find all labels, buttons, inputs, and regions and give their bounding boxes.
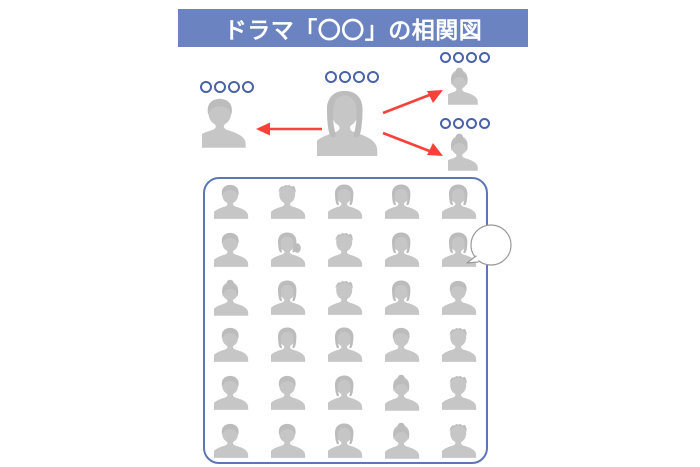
cast-avatar[interactable] [268,419,314,465]
figure-character-right-bottom[interactable] [448,132,490,178]
cast-avatar[interactable] [382,323,428,369]
cast-avatar[interactable] [325,180,371,226]
cast-avatar[interactable] [268,180,314,226]
cast-avatar[interactable] [211,323,257,369]
cast-avatar[interactable] [439,180,485,226]
name-circle [339,71,351,83]
cast-avatar[interactable] [325,419,371,465]
page-title: ドラマ「〇〇」の相関図 [223,18,483,44]
name-circle [200,81,212,93]
cast-grid [205,179,490,466]
cast-avatar[interactable] [382,276,428,322]
cast-avatar[interactable] [439,371,485,417]
name-placeholder-character-left [200,81,254,93]
cast-avatar[interactable] [439,419,485,465]
cast-avatar[interactable] [211,371,257,417]
cast-avatar[interactable] [268,228,314,274]
name-placeholder-character-right-bottom [440,118,490,129]
cast-avatar[interactable] [325,323,371,369]
cast-avatar[interactable] [325,276,371,322]
cast-avatar[interactable] [211,228,257,274]
cast-avatar[interactable] [268,276,314,322]
name-circle [453,118,464,129]
figure-character-left[interactable] [202,98,260,162]
name-placeholder-main-character [325,71,379,83]
cast-avatar[interactable] [382,228,428,274]
name-circle [479,52,490,63]
name-circle [440,52,451,63]
cast-avatar[interactable] [211,180,257,226]
arrow-to-right-bottom [382,130,444,158]
name-placeholder-character-right-top [440,52,490,63]
cast-avatar[interactable] [382,419,428,465]
cast-avatar[interactable] [268,323,314,369]
cast-avatar[interactable] [439,323,485,369]
cast-avatar[interactable] [382,371,428,417]
name-circle [453,52,464,63]
name-circle [466,118,477,129]
name-circle [479,118,490,129]
figure-main-character[interactable] [317,88,391,170]
name-circle [466,52,477,63]
figure-character-right-top[interactable] [448,66,490,112]
name-circle [353,71,365,83]
cast-avatar[interactable] [211,419,257,465]
cast-avatar[interactable] [268,371,314,417]
title-banner: ドラマ「〇〇」の相関図 [178,9,528,47]
cast-panel [203,177,488,464]
name-circle [228,81,240,93]
name-circle [440,118,451,129]
name-circle [214,81,226,93]
name-circle [242,81,254,93]
cast-avatar[interactable] [325,371,371,417]
cast-avatar[interactable] [382,180,428,226]
arrow-to-right-top [382,88,444,116]
name-circle [367,71,379,83]
cast-avatar[interactable] [439,276,485,322]
cast-avatar[interactable] [211,276,257,322]
arrow-to-left [256,120,324,138]
speech-bubble[interactable] [466,223,514,271]
name-circle [325,71,337,83]
cast-avatar[interactable] [325,228,371,274]
